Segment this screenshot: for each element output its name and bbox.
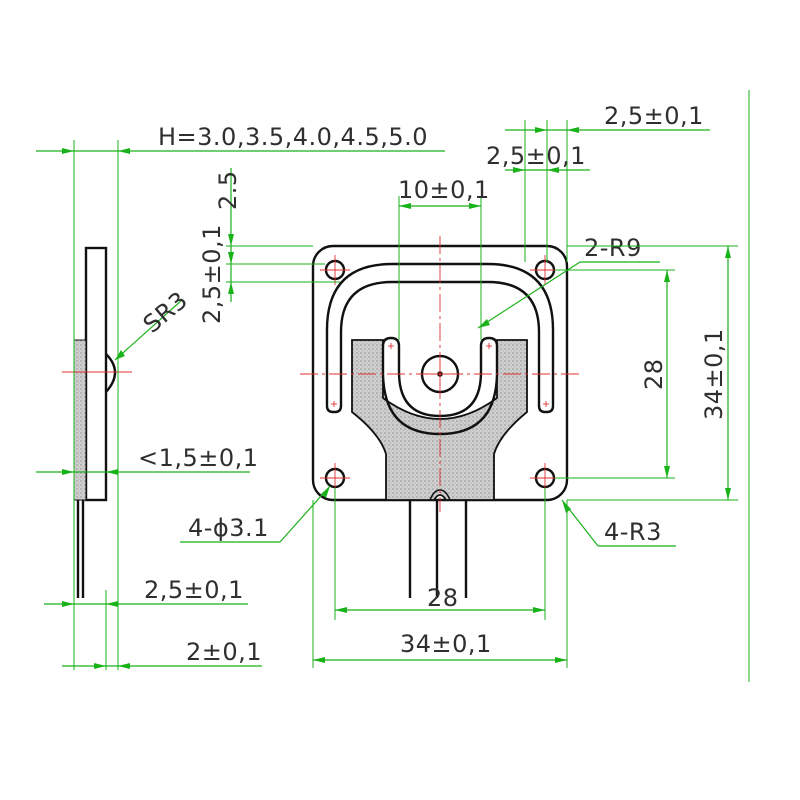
plate-thickness-arrow-right — [118, 663, 130, 669]
top-offset-label: 2.5 — [214, 170, 242, 210]
overall-width-arrow-right — [555, 657, 567, 663]
plate-thickness-label: 2±0,1 — [186, 638, 262, 666]
h-arrow-left — [62, 148, 74, 154]
plate-offset-arrow-right — [106, 601, 118, 607]
sr3-label: SR3 — [138, 286, 193, 339]
slot-width-label: 10±0,1 — [398, 176, 490, 204]
sr3-arrow — [115, 350, 125, 360]
side-view: H=3.0,3.5,4.0,4.5,5.0 SR3 <1,5±0,1 2,5±0… — [36, 123, 445, 670]
overall-width-label: 34±0,1 — [400, 630, 492, 658]
front-dimensions: 2.5 2,5±0,1 10±0,1 2,5±0,1 2,5±0,1 2-R9 — [180, 90, 750, 682]
side-view-plate — [84, 246, 108, 502]
overall-height-arrow-top — [725, 246, 731, 258]
slot-gap-top-arrow-right — [567, 127, 579, 133]
overall-width-arrow-left — [313, 657, 325, 663]
hole-diameter-arrow — [321, 486, 330, 498]
r9-leader — [477, 261, 581, 329]
dimple-depth-label: <1,5±0,1 — [138, 444, 259, 472]
slot-gap-top-arrow-left — [535, 127, 547, 133]
plate-thickness-arrow-left — [94, 663, 106, 669]
rail-width-label: 2,5±0,1 — [198, 224, 226, 324]
hole-spacing-horizontal-arrow-left — [335, 607, 347, 613]
h-arrow-right — [118, 148, 130, 154]
top-offset-arrow — [228, 234, 234, 246]
corner-radius-label: 4-R3 — [604, 518, 662, 546]
front-view — [300, 236, 580, 598]
slot-gap-second-arrow-right — [547, 167, 559, 173]
dimple-arrow-left — [62, 469, 74, 475]
hole-diameter-label: 4-ϕ3.1 — [188, 514, 269, 542]
r9-label: 2-R9 — [584, 234, 642, 262]
slot-gap-top-label: 2,5±0,1 — [604, 102, 704, 130]
dimple-arrow-right — [106, 469, 118, 475]
overall-height-label: 34±0,1 — [700, 328, 728, 420]
slot-width-arrow-left — [399, 203, 411, 209]
hole-spacing-vertical-label: 28 — [640, 358, 668, 390]
inner-u-slot — [381, 336, 499, 436]
r9-arrow — [478, 319, 490, 328]
slot-width-arrow-right — [469, 203, 481, 209]
rail-width-arrow-top — [228, 252, 234, 264]
hole-spacing-vertical-arrow-bottom — [664, 466, 670, 478]
hole-diameter-leader — [279, 485, 331, 543]
slot-gap-second-label: 2,5±0,1 — [486, 142, 586, 170]
side-view-dome — [105, 353, 117, 393]
outer-u-rail — [325, 262, 555, 414]
rail-width-arrow-bottom — [228, 282, 234, 294]
plate-offset-label: 2,5±0,1 — [144, 576, 244, 604]
side-view-gauge-layer — [73, 339, 87, 501]
plate-offset-arrow-left — [62, 601, 74, 607]
hole-spacing-horizontal-label: 28 — [427, 584, 459, 612]
strain-gauge-area — [351, 339, 528, 501]
hole-spacing-horizontal-arrow-right — [533, 607, 545, 613]
slot-gap-second-arrow-left — [513, 167, 525, 173]
overall-height-arrow-bottom — [725, 488, 731, 500]
sr3-leader — [114, 299, 183, 361]
hole-spacing-vertical-arrow-top — [664, 270, 670, 282]
h-thickness-label: H=3.0,3.5,4.0,4.5,5.0 — [158, 123, 428, 151]
